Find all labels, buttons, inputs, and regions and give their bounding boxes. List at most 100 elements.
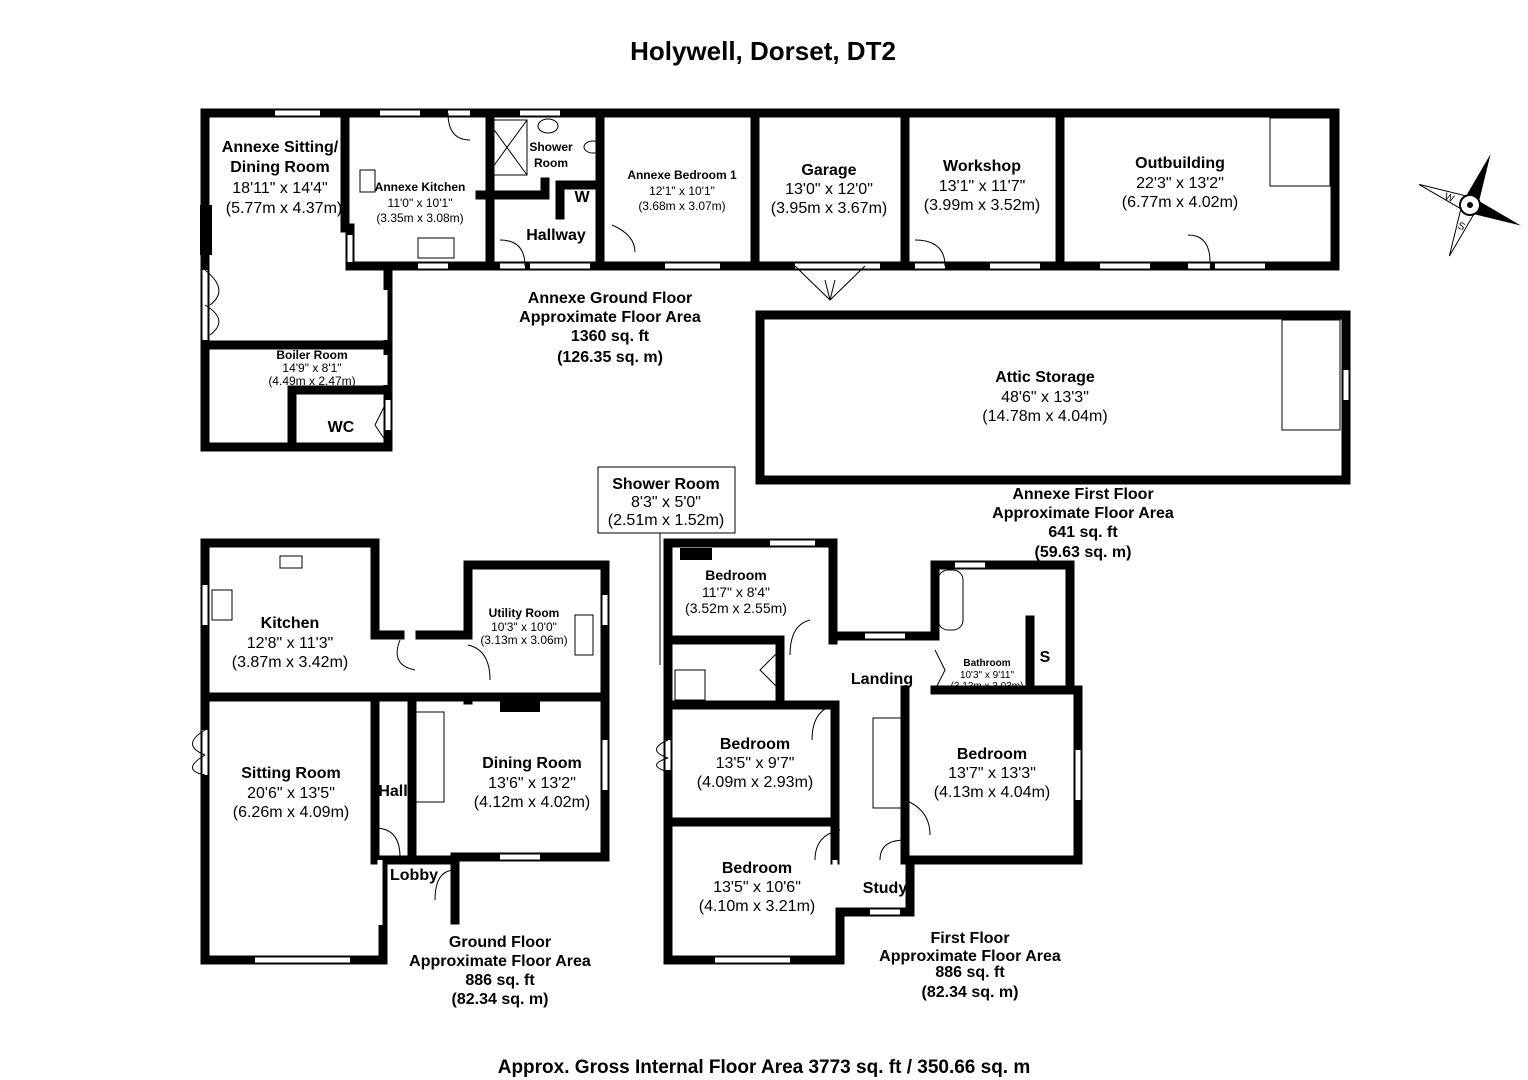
room-imperial: 10'3" x 9'11" — [960, 670, 1015, 681]
room-name: W — [574, 189, 590, 206]
room-metric: (4.10m x 3.21m) — [699, 898, 815, 915]
room-imperial: 20'6" x 13'5" — [247, 785, 335, 802]
floor-area-sqft: 886 sq. ft — [935, 964, 1005, 981]
room-name: Bedroom — [722, 860, 792, 877]
room-metric: (3.35m x 3.08m) — [376, 211, 463, 225]
floor-area-sqft: 886 sq. ft — [465, 972, 535, 989]
compass-s: S — [1456, 220, 1467, 233]
room-name: Bedroom — [957, 746, 1027, 763]
room-metric: (4.12m x 4.02m) — [474, 794, 590, 811]
room-imperial: 14'9" x 8'1" — [282, 361, 341, 375]
room-name: Landing — [851, 671, 913, 688]
room-name: Kitchen — [261, 615, 320, 632]
sink-icon — [574, 614, 594, 656]
compass-n: N — [1472, 180, 1483, 193]
sink-icon — [211, 589, 233, 621]
room-name: Dining Room — [482, 755, 582, 772]
room-name: Boiler Room — [276, 348, 347, 362]
floor-area-sqft: 1360 sq. ft — [571, 328, 650, 345]
callout-imperial: 8'3" x 5'0" — [631, 494, 701, 511]
room-name: Sitting Room — [241, 765, 341, 782]
room-metric: (5.77m x 4.37m) — [226, 200, 342, 217]
room-imperial: 13'5" x 9'7" — [716, 755, 795, 772]
floor-area-label: Approximate Floor Area — [519, 309, 701, 326]
hob-icon — [359, 169, 376, 193]
room-metric: (6.26m x 4.09m) — [233, 804, 349, 821]
fireplace-icon — [680, 548, 712, 560]
room-metric: (3.13m x 3.06m) — [480, 633, 567, 647]
room-name: Annexe Bedroom 1 — [627, 168, 737, 182]
compass-e: E — [1485, 208, 1496, 221]
room-imperial: 13'1" x 11'7" — [939, 178, 1026, 195]
callout-name: Shower Room — [612, 476, 720, 493]
room-imperial: 48'6" x 13'3" — [1001, 389, 1089, 406]
floor-area-label: Approximate Floor Area — [409, 953, 591, 970]
room-name: Annexe Sitting/ — [222, 139, 339, 156]
shower-tray-icon — [674, 669, 706, 701]
room-name: Bathroom — [963, 658, 1010, 669]
floor-area-label: Approximate Floor Area — [879, 948, 1061, 965]
room-name: Lobby — [390, 867, 438, 884]
floor-area-title: Annexe First Floor — [1012, 486, 1153, 503]
floor-area-sqm: (82.34 sq. m) — [452, 991, 549, 1008]
room-name: Hall — [378, 783, 407, 800]
shower-tray-icon — [486, 119, 528, 176]
room-metric: (3.87m x 3.42m) — [232, 654, 348, 671]
annexe-ground-floor-labels: Annexe Sitting/ Dining Room 18'11" x 14'… — [222, 139, 1238, 436]
room-imperial: 13'7" x 13'3" — [948, 765, 1036, 782]
stairs-icon — [1281, 319, 1341, 431]
room-imperial: 12'8" x 11'3" — [247, 635, 334, 652]
room-name: Outbuilding — [1135, 155, 1225, 172]
room-imperial: 11'0" x 10'1" — [388, 196, 453, 210]
room-name: Utility Room — [489, 606, 560, 620]
room-name: Bedroom — [720, 736, 790, 753]
bath-icon — [937, 569, 964, 631]
annexe-first-floor: Attic Storage 48'6" x 13'3" (14.78m x 4.… — [755, 310, 1351, 561]
room-metric: (3.68m x 3.07m) — [638, 199, 725, 213]
room-metric: (3.13m x 3.03m) — [951, 681, 1024, 692]
floor-area-sqm: (126.35 sq. m) — [557, 349, 663, 366]
room-name: Study — [863, 880, 908, 897]
room-metric: (14.78m x 4.04m) — [982, 408, 1107, 425]
room-imperial: 22'3" x 13'2" — [1136, 175, 1224, 192]
room-name: Shower — [529, 140, 573, 154]
ground-floor: Kitchen 12'8" x 11'3" (3.87m x 3.42m) Ut… — [192, 538, 610, 1008]
toilet-icon — [583, 140, 603, 154]
room-name: WC — [328, 419, 355, 436]
callout-metric: (2.51m x 1.52m) — [608, 512, 724, 529]
floor-area-title: First Floor — [930, 930, 1009, 947]
annexe-ground-floor-walls — [200, 108, 1340, 452]
room-metric: (3.95m x 3.67m) — [771, 200, 887, 217]
room-name: Workshop — [943, 158, 1021, 175]
floor-area-sqft: 641 sq. ft — [1048, 524, 1118, 541]
stairs-icon — [1269, 117, 1331, 187]
compass-w: W — [1443, 191, 1456, 205]
room-imperial: 13'6" x 13'2" — [488, 775, 576, 792]
room-imperial: 13'0" x 12'0" — [785, 181, 873, 198]
stairs-icon — [413, 711, 445, 803]
floor-area-label: Approximate Floor Area — [992, 505, 1174, 522]
room-imperial: 18'11" x 14'4" — [232, 180, 327, 197]
gross-internal-area: Approx. Gross Internal Floor Area 3773 s… — [498, 1057, 1031, 1078]
plan-title: Holywell, Dorset, DT2 — [630, 36, 896, 66]
room-metric: (3.52m x 2.55m) — [685, 600, 787, 616]
room-name: Bedroom — [705, 567, 766, 583]
room-name: Attic Storage — [995, 369, 1095, 386]
room-imperial: 11'7" x 8'4" — [702, 584, 770, 600]
room-metric: (4.09m x 2.93m) — [697, 774, 813, 791]
floor-area-title: Ground Floor — [449, 934, 551, 951]
room-name: Garage — [801, 162, 856, 179]
first-floor: Shower Room 8'3" x 5'0" (2.51m x 1.52m) … — [597, 466, 1083, 1001]
room-imperial: 12'1" x 10'1" — [649, 184, 715, 198]
floor-area-sqm: (82.34 sq. m) — [922, 984, 1019, 1001]
room-name: Hallway — [526, 227, 586, 244]
room-imperial: 13'5" x 10'6" — [713, 879, 801, 896]
room-metric: (4.13m x 4.04m) — [934, 784, 1050, 801]
room-imperial: 10'3" x 10'0" — [491, 620, 557, 634]
stairs-icon — [872, 717, 902, 809]
floor-area-sqm: (59.63 sq. m) — [1035, 544, 1132, 561]
room-metric: (4.49m x 2.47m) — [268, 374, 355, 388]
sink-icon — [417, 237, 455, 259]
room-name: Room — [534, 156, 568, 170]
